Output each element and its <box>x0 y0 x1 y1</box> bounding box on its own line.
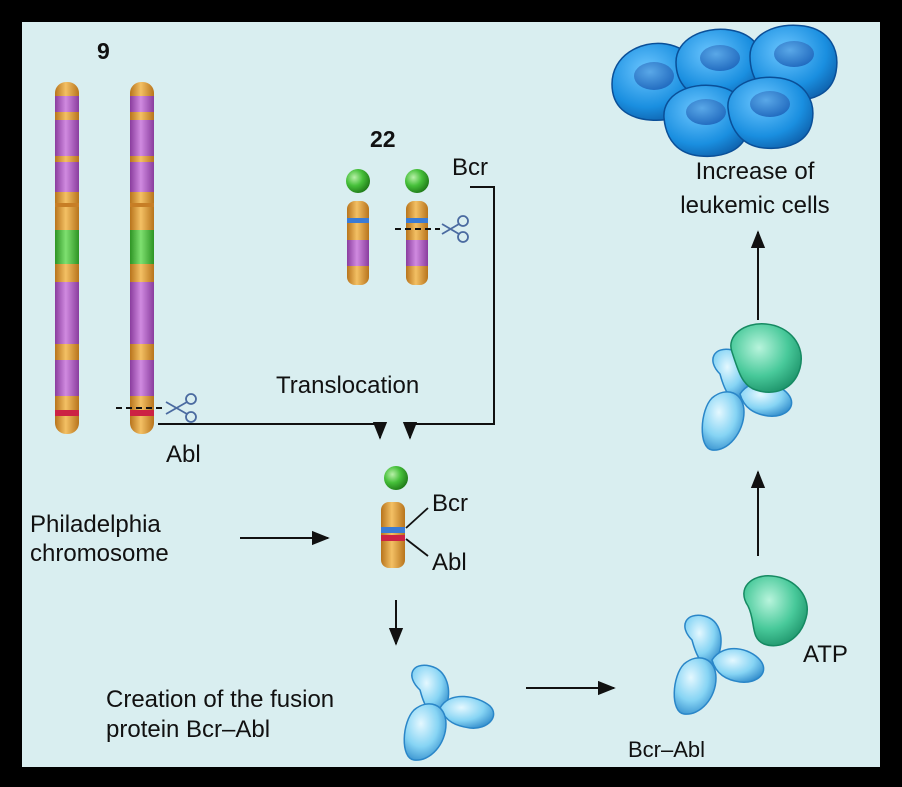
abl-label: Abl <box>166 441 201 468</box>
leukemic-cells-cluster <box>611 24 838 158</box>
bcr-fused-label: Bcr <box>432 490 468 517</box>
philadelphia-label-line2: chromosome <box>30 540 169 567</box>
abl-fused-label: Abl <box>432 549 467 576</box>
chromosome-9-breaking <box>130 82 154 434</box>
bcr-abl-protein-fusion <box>403 664 495 761</box>
bcr-abl-atp-complex <box>701 323 802 451</box>
leukemic-cell <box>675 28 764 102</box>
philadelphia-chromosome <box>381 466 408 568</box>
bcr-to-translocation-arrow <box>402 186 495 440</box>
atp-molecule <box>743 575 808 647</box>
leukemic-label-line2: leukemic cells <box>680 192 830 219</box>
translocation-label: Translocation <box>276 372 420 399</box>
scissors-icon <box>165 393 197 423</box>
chromosome-22-label: 22 <box>370 126 396 152</box>
scissors-icon <box>441 215 469 243</box>
abl-pointer-line <box>405 538 429 557</box>
fusion-label-line2: protein Bcr–Abl <box>106 716 271 743</box>
bcr-abl-label: Bcr–Abl <box>628 737 706 762</box>
chromosome-9-normal <box>55 82 79 434</box>
bcr-label-top: Bcr <box>452 154 488 181</box>
bcr-pointer-line <box>405 507 429 529</box>
bcr-abl-protein <box>673 614 765 715</box>
abl-to-translocation-arrow <box>158 421 388 440</box>
chromosome-22-breaking <box>405 169 429 285</box>
fusion-label-line1: Creation of the fusion <box>106 686 335 713</box>
philadelphia-label-line1: Philadelphia <box>30 511 161 538</box>
atp-label: ATP <box>803 641 848 668</box>
chromosome-22-normal <box>346 169 370 285</box>
leukemic-label-line1: Increase of <box>695 158 815 185</box>
leukemic-cell <box>727 76 814 150</box>
chromosome-9-label: 9 <box>97 38 110 64</box>
